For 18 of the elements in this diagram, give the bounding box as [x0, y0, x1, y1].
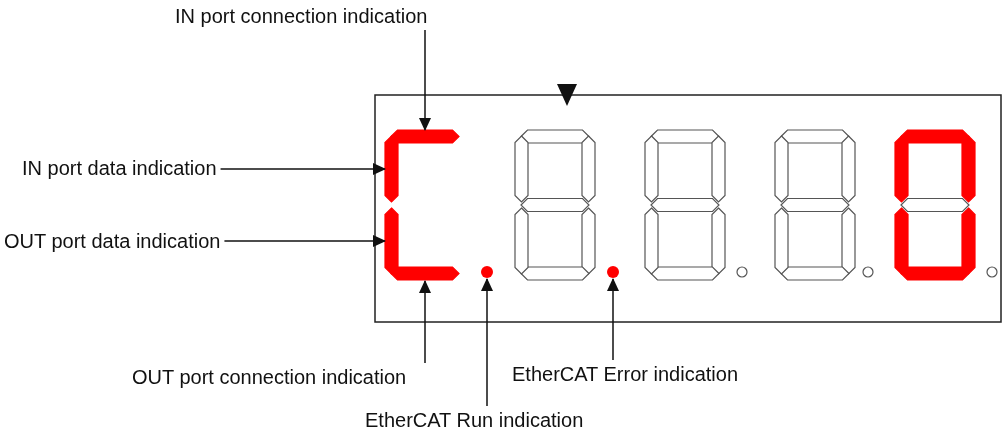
leader-arrow: [607, 278, 619, 361]
leader-arrow: [219, 163, 386, 175]
callout-text: EtherCAT Run indication: [365, 408, 584, 432]
leader-arrow: [419, 280, 431, 364]
callout-text: OUT port data indication: [4, 229, 221, 253]
lit-segment: [384, 135, 399, 203]
callout-text: EtherCAT Error indication: [512, 362, 738, 386]
lit-segment: [390, 129, 460, 144]
leader-arrow: [223, 235, 386, 247]
callout-text: IN port connection indication: [175, 4, 428, 28]
callout-text: OUT port connection indication: [132, 365, 407, 389]
callout-text: IN port data indication: [22, 156, 217, 180]
leader-arrow: [419, 29, 431, 131]
lit-segment: [390, 266, 460, 281]
leader-arrow: [481, 278, 493, 407]
decimal-point: [607, 266, 619, 278]
lit-segment: [384, 207, 399, 275]
decimal-point: [481, 266, 493, 278]
